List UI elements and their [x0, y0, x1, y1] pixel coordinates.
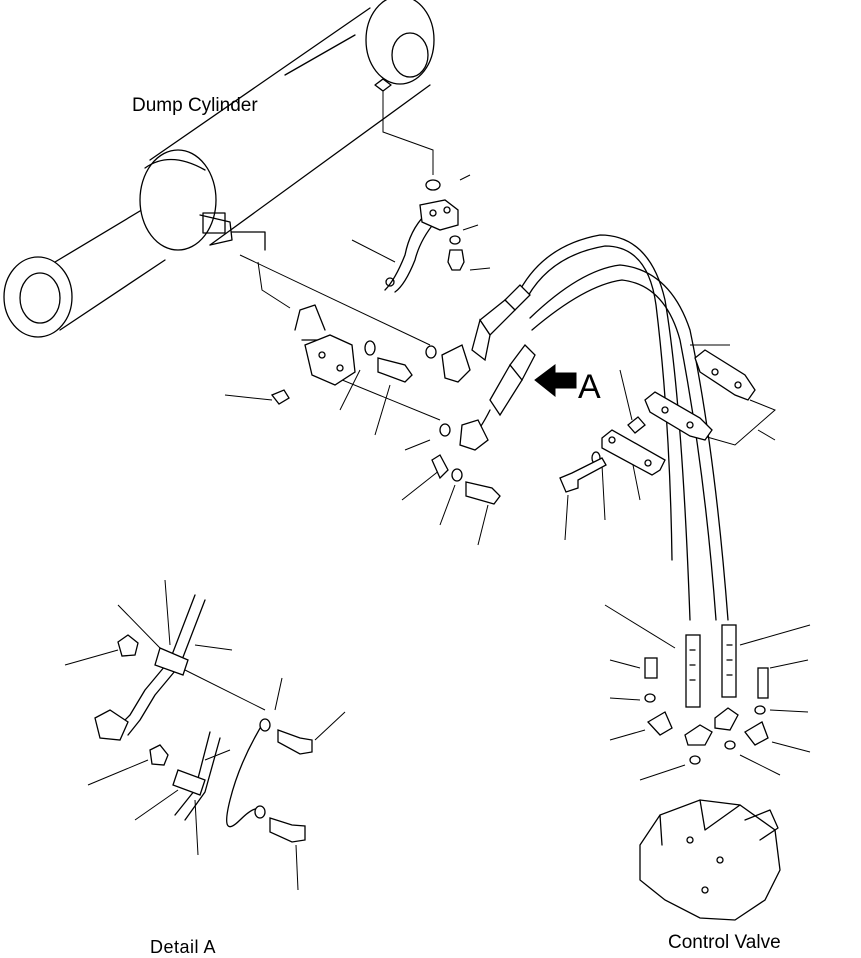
dump-cylinder-drawing	[3, 0, 435, 338]
control-valve-drawing	[604, 604, 811, 921]
hose-assembly	[431, 234, 729, 621]
dump-cylinder-label: Dump Cylinder	[132, 95, 258, 116]
steel-tube-upper	[384, 179, 465, 293]
detail-a-drawing	[64, 579, 346, 891]
detail-a-label: Detail A	[150, 937, 217, 957]
view-a-label: A	[578, 368, 601, 406]
tube-flange-head	[270, 304, 437, 405]
hose-clamp-parts	[559, 349, 756, 493]
control-valve-label: Control Valve	[668, 932, 781, 953]
